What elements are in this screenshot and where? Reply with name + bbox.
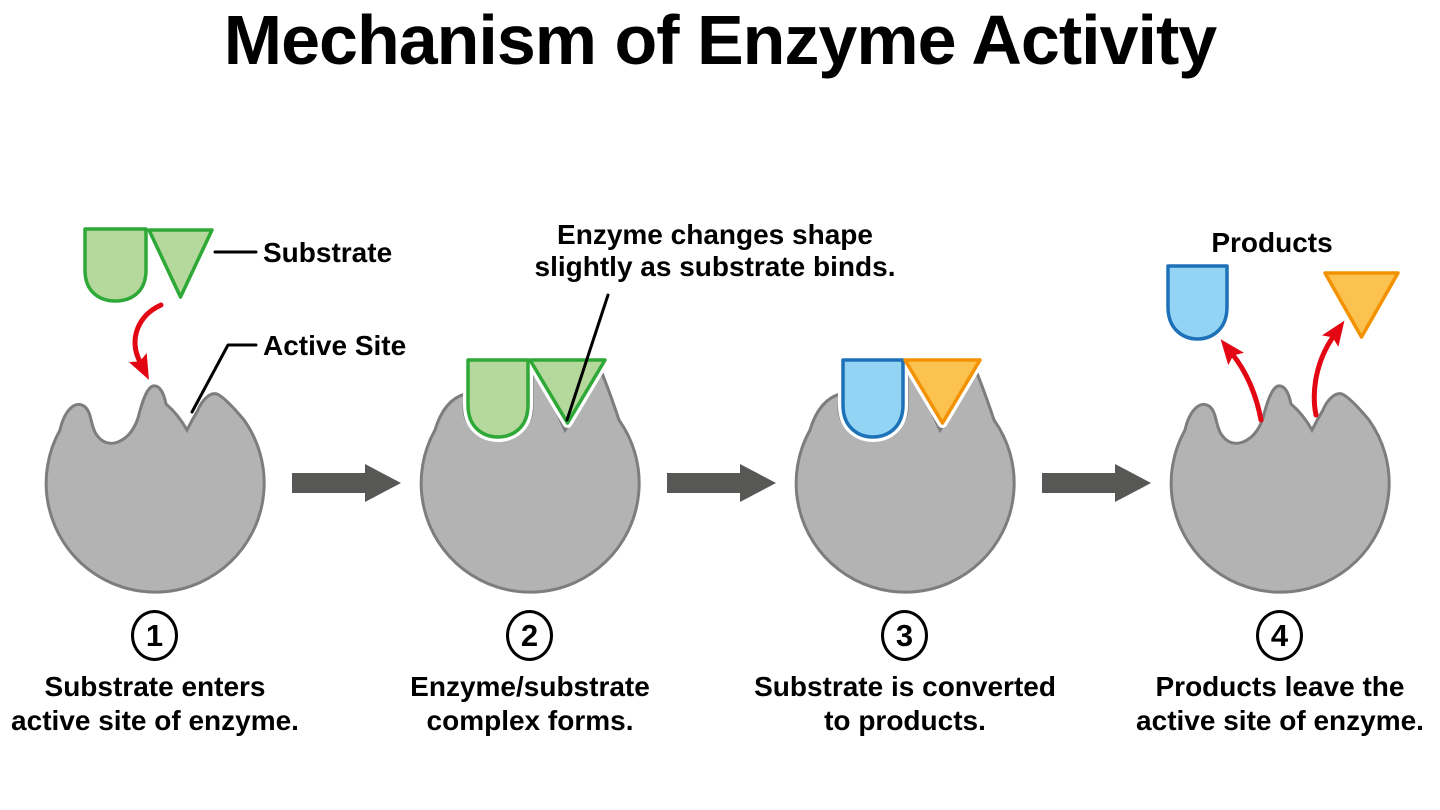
- step-2-caption: Enzyme/substrate complex forms.: [350, 670, 710, 738]
- product-rounded-shape-step-3: [841, 358, 905, 439]
- enzyme-step-1: [44, 384, 266, 594]
- substrate-rounded-shape-step-2: [466, 358, 530, 439]
- red-curved-arrow-product-leaves-left-icon: [1220, 339, 1264, 423]
- step-1-caption: Substrate enters active site of enzyme.: [0, 670, 335, 738]
- active-site-leader-line: [190, 343, 258, 414]
- product-triangle-shape-step-4: [1323, 271, 1400, 339]
- annotation-line-2: slightly as substrate binds.: [534, 251, 896, 282]
- caption-line: to products.: [824, 705, 986, 736]
- annotation-leader-line: [565, 293, 610, 422]
- caption-line: active site of enzyme.: [11, 705, 299, 736]
- substrate-triangle-shape-step-1: [147, 228, 214, 299]
- caption-line: Substrate enters: [44, 671, 266, 702]
- annotation-line-1: Enzyme changes shape: [557, 219, 873, 250]
- caption-line: Substrate is converted: [754, 671, 1056, 702]
- product-rounded-shape-step-4: [1166, 264, 1229, 341]
- shape-change-annotation: Enzyme changes shape slightly as substra…: [465, 219, 965, 283]
- caption-line: Enzyme/substrate: [410, 671, 650, 702]
- page-title: Mechanism of Enzyme Activity: [223, 1, 1217, 79]
- step-2-number-badge: 2: [506, 610, 553, 661]
- products-label: Products: [1211, 227, 1333, 258]
- enzyme-step-4: [1169, 384, 1391, 594]
- substrate-label: Substrate: [263, 237, 393, 268]
- forward-arrow-icon-1: [292, 464, 401, 502]
- step-3-caption: Substrate is converted to products.: [725, 670, 1085, 738]
- caption-line: active site of enzyme.: [1136, 705, 1424, 736]
- forward-arrow-icon-3: [1042, 464, 1151, 502]
- step-1-number-badge: 1: [131, 610, 178, 661]
- red-curved-arrow-substrate-enters-icon: [128, 302, 164, 380]
- substrate-rounded-shape-step-1: [83, 227, 148, 303]
- step-3-number-badge: 3: [881, 610, 928, 661]
- step-4-number-badge: 4: [1256, 610, 1303, 661]
- caption-line: complex forms.: [426, 705, 634, 736]
- active-site-label: Active Site: [263, 330, 407, 361]
- caption-line: Products leave the: [1155, 671, 1405, 702]
- step-4-caption: Products leave the active site of enzyme…: [1100, 670, 1440, 738]
- red-curved-arrow-product-leaves-right-icon: [1311, 320, 1345, 418]
- forward-arrow-icon-2: [667, 464, 776, 502]
